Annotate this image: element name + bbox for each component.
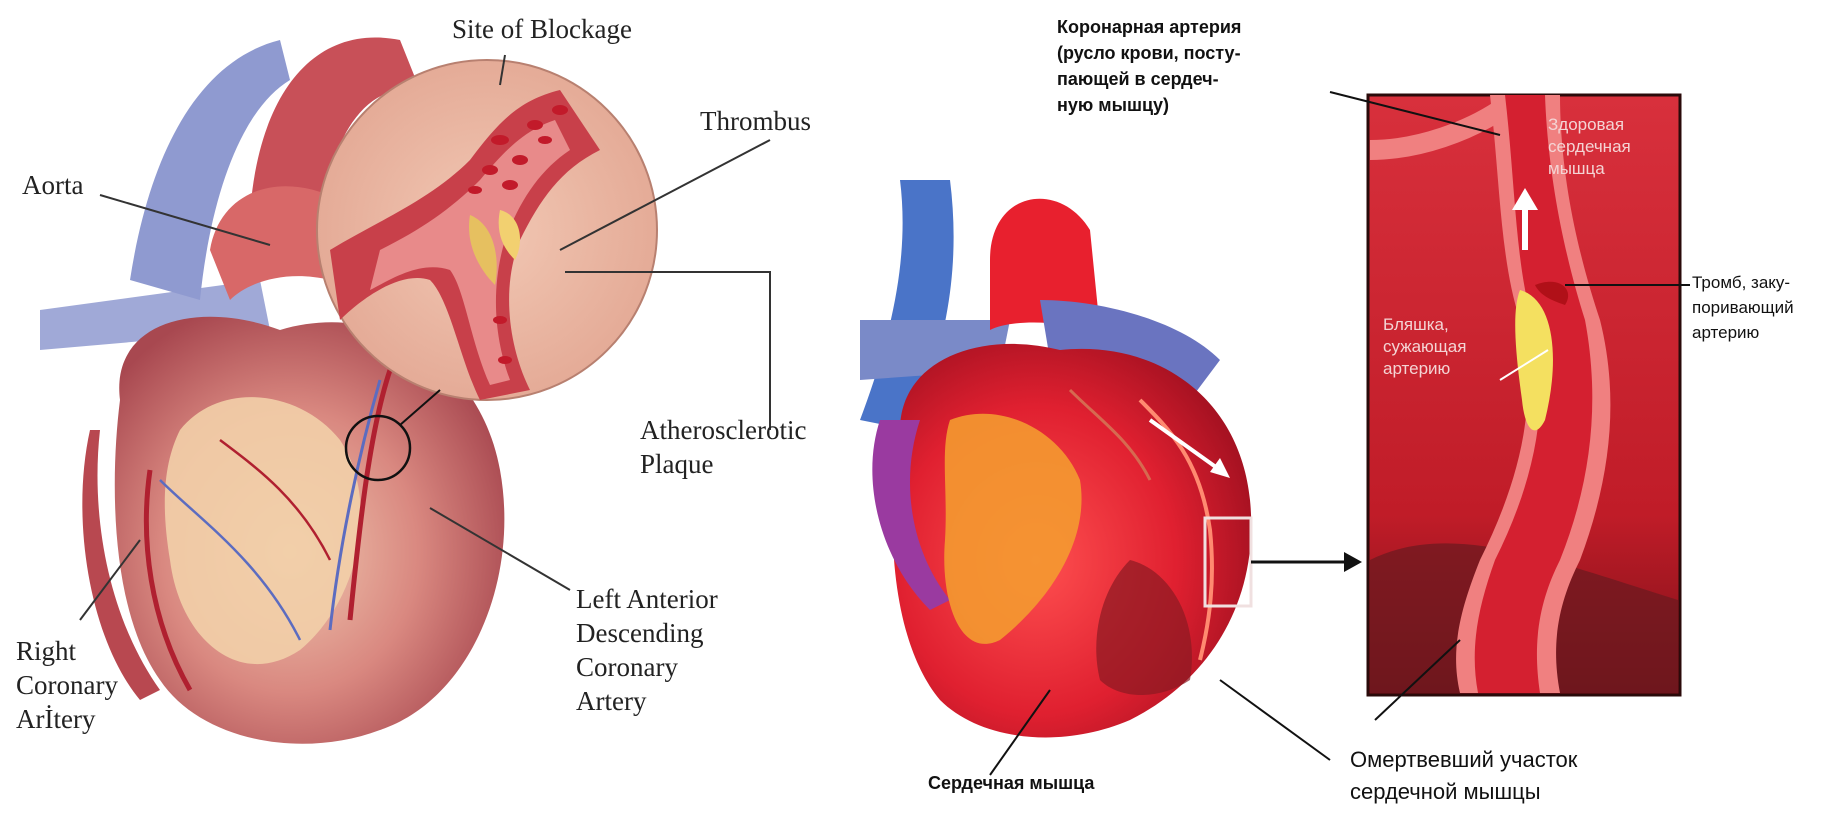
label-dead-area: Омертвевший участок сердечной мышцы	[1350, 744, 1577, 808]
label-coronary-artery: Коронарная артерия (русло крови, посту- …	[1057, 14, 1241, 118]
label-thrombus-ru: Тромб, заку- поривающий артерию	[1692, 270, 1794, 345]
zoom-arrow	[1344, 552, 1362, 572]
label-healthy-muscle: Здоровая сердечная мышца	[1548, 114, 1631, 180]
label-aorta: Aorta	[22, 168, 83, 202]
label-right-coronary-artery: Right Coronary Arİtery	[16, 634, 118, 736]
right-heart-illustration	[860, 92, 1690, 775]
label-lad-artery: Left Anterior Descending Coronary Artery	[576, 582, 718, 718]
label-site-of-blockage: Site of Blockage	[452, 12, 632, 46]
label-plaque-ru: Бляшка, сужающая артерию	[1383, 314, 1466, 380]
label-atherosclerotic-plaque: Atherosclerotic Plaque	[640, 413, 806, 481]
label-thrombus: Thrombus	[700, 104, 811, 138]
label-heart-muscle: Сердечная мышца	[928, 770, 1094, 796]
blockage-magnified-circle	[317, 60, 657, 400]
artery-inset-panel	[1368, 95, 1680, 695]
